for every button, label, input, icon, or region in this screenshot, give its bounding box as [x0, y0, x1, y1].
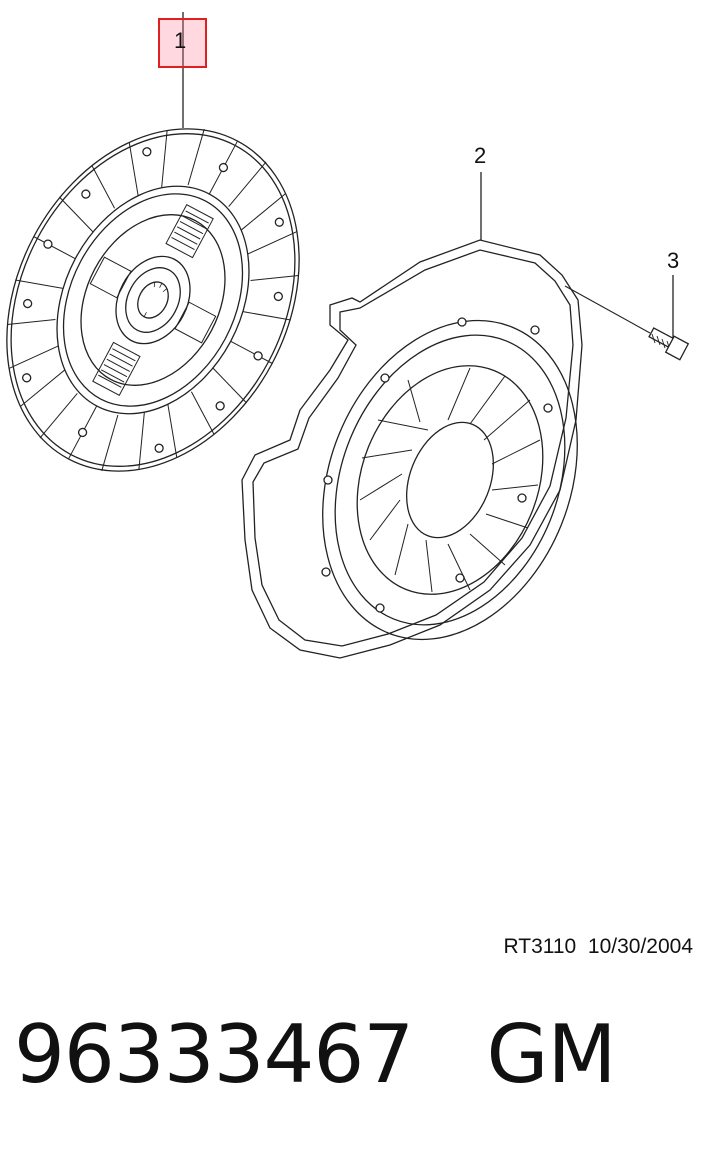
callout-label-2[interactable]: 2 [474, 143, 487, 168]
clutch-disc-icon [6, 128, 300, 472]
bolt-icon [564, 285, 690, 361]
callout-label-3[interactable]: 3 [667, 248, 680, 273]
callout-highlight-box[interactable] [158, 18, 207, 68]
pressure-plate-icon [241, 239, 583, 659]
part-number: 96333467 [14, 1008, 414, 1101]
callout-label-1[interactable]: 1 [174, 28, 187, 53]
exploded-parts-diagram [6, 12, 690, 659]
drawing-code: RT3110 10/30/2004 [503, 935, 693, 958]
brand-label: GM [486, 1008, 616, 1101]
part-info: 96333467 GM [14, 1015, 617, 1095]
